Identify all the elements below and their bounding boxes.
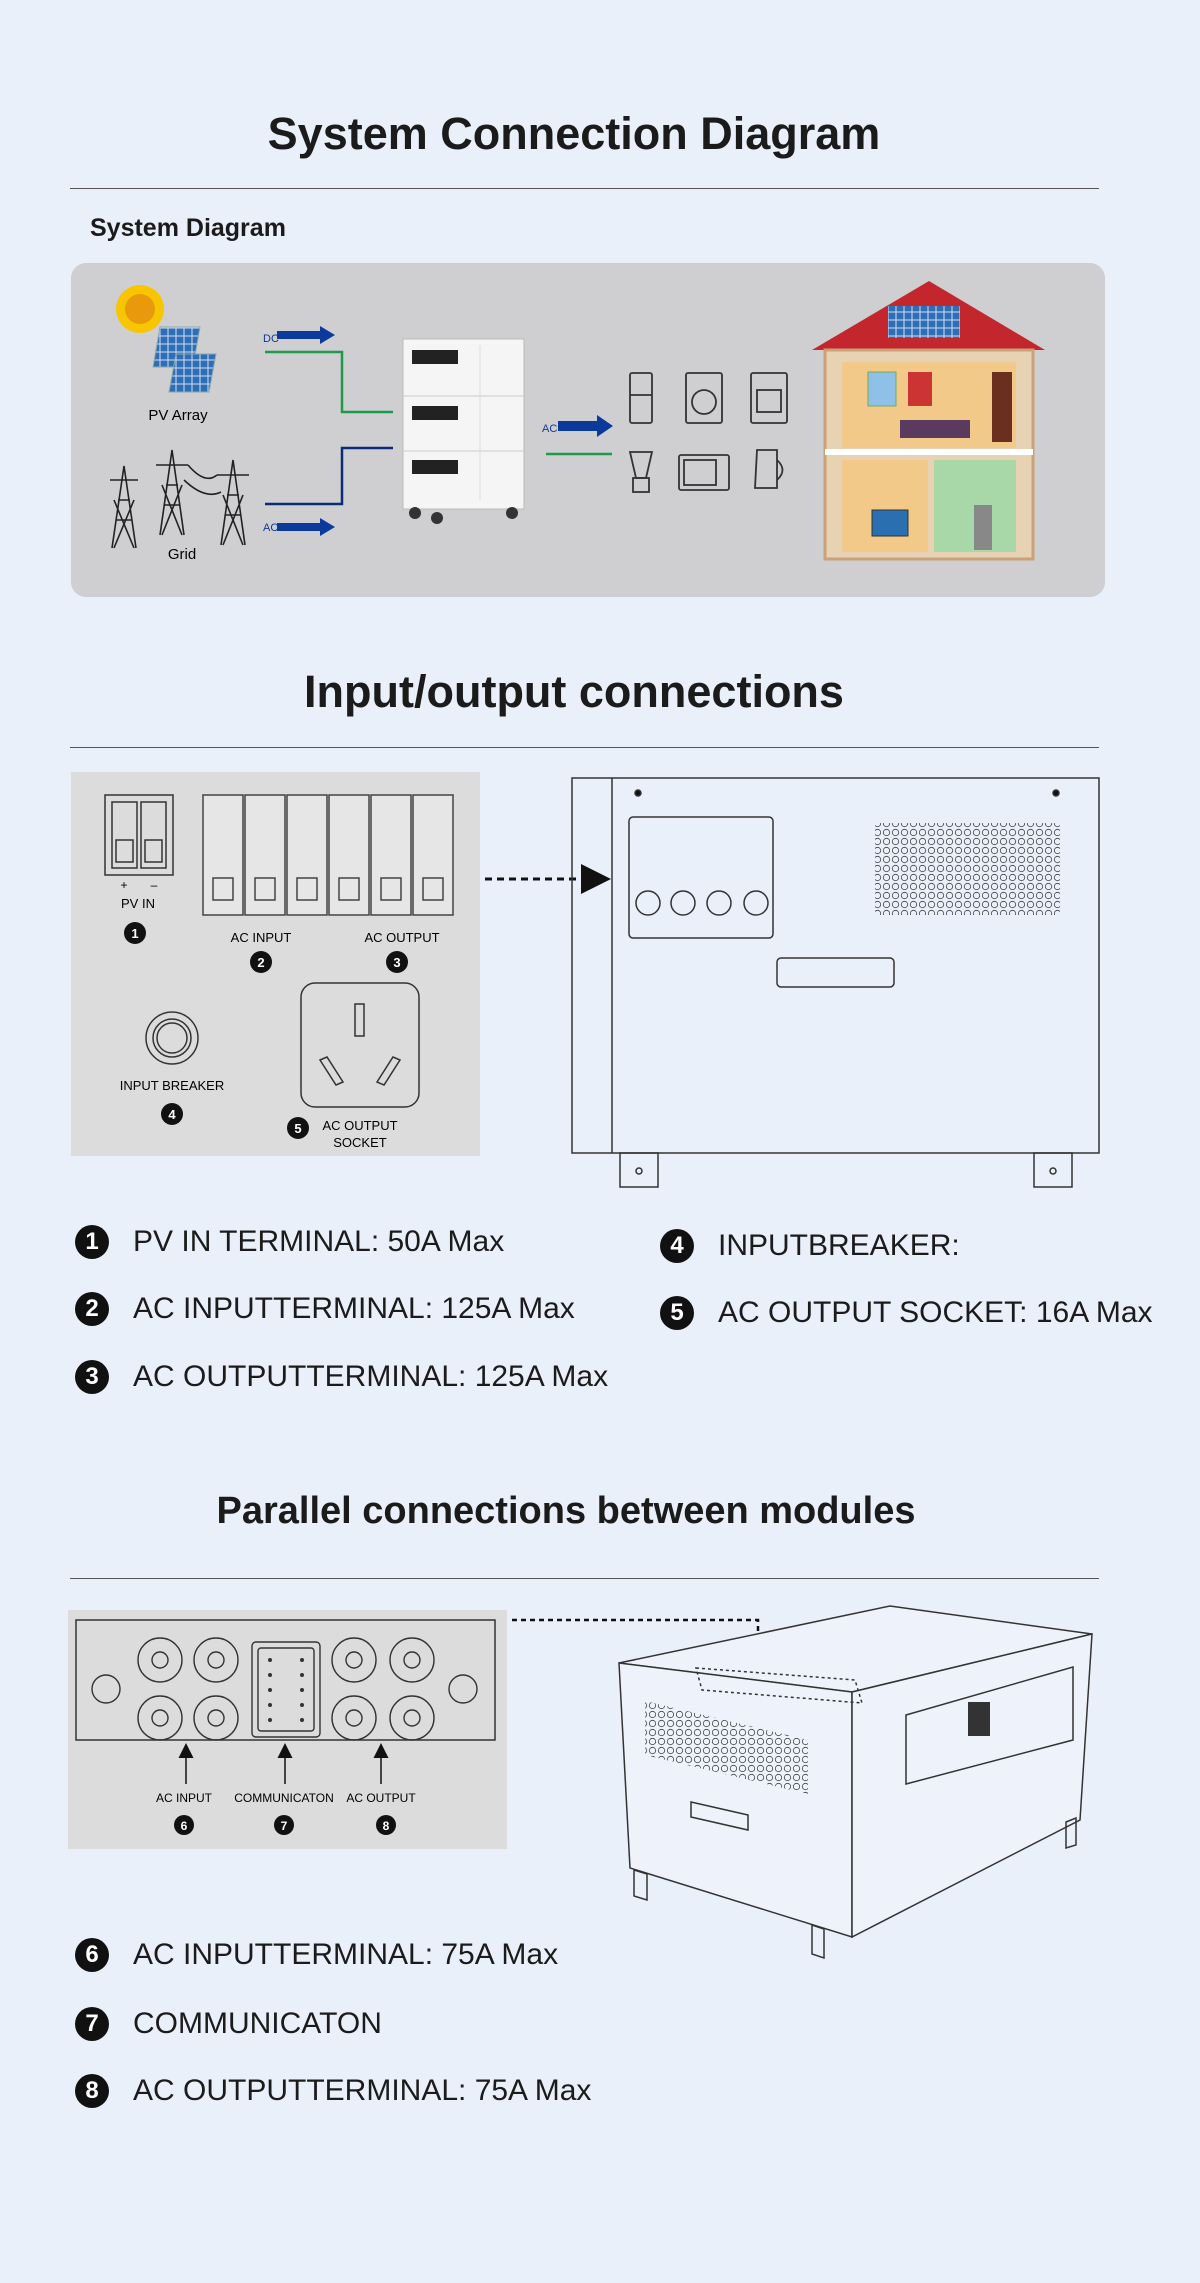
badge-1-num: 1 <box>131 926 138 941</box>
pv-in-terminal <box>104 794 174 876</box>
parallel-ac-input-label: AC INPUT <box>156 1791 213 1805</box>
ac-output-socket-label: AC OUTPUT <box>322 1118 397 1133</box>
inverter-side-view <box>571 777 1100 1188</box>
input-breaker-icon <box>145 1011 199 1065</box>
legend-text: AC INPUTTERMINAL: 125A Max <box>133 1292 575 1325</box>
ac-input-label: AC INPUT <box>231 930 292 945</box>
section-subtitle: System Diagram <box>90 214 286 242</box>
pv-array-label: PV Array <box>148 407 208 424</box>
grid-label: Grid <box>168 546 196 563</box>
legend-item: 2 AC INPUTTERMINAL: 125A Max <box>75 1292 575 1326</box>
section-title-parallel: Parallel connections between modules <box>216 1490 916 1532</box>
badge-3 <box>386 951 408 973</box>
legend-text: AC OUTPUTTERMINAL: 75A Max <box>133 2074 592 2107</box>
legend-text: AC OUTPUT SOCKET: 16A Max <box>718 1296 1153 1329</box>
kettle-icon <box>754 449 784 489</box>
legend-text: AC OUTPUTTERMINAL: 125A Max <box>133 1360 609 1393</box>
legend-text: COMMUNICATON <box>133 2007 382 2040</box>
section-title-io: Input/output connections <box>304 666 844 717</box>
ac-in-label: AC <box>263 522 278 534</box>
badge: 3 <box>75 1360 109 1394</box>
badge-7-num: 7 <box>281 1819 288 1833</box>
ac-socket-icon <box>300 982 420 1108</box>
system-diagram: PV Array Grid DC AC AC <box>71 263 1105 597</box>
house-icon <box>812 281 1045 561</box>
ac-grid-line <box>265 446 393 506</box>
ac-output-label: AC OUTPUT <box>364 930 439 945</box>
plus-label: + <box>120 878 127 892</box>
callout-arrow <box>512 1618 771 1673</box>
blender-icon <box>628 451 654 493</box>
legend-item: 3 AC OUTPUTTERMINAL: 125A Max <box>75 1360 608 1394</box>
parallel-ac-output-label: AC OUTPUT <box>346 1791 416 1805</box>
microwave-icon <box>678 454 730 491</box>
badge-4 <box>161 1103 183 1125</box>
oven-icon <box>750 372 788 424</box>
minus-label: – <box>151 878 158 892</box>
power-tower-icon <box>110 449 249 549</box>
badge: 1 <box>75 1225 109 1259</box>
fridge-icon <box>629 372 653 424</box>
badge-5-num: 5 <box>294 1121 301 1136</box>
input-breaker-label: INPUT BREAKER <box>120 1078 225 1093</box>
washing-machine-icon <box>685 372 723 424</box>
ac-arrow-icon <box>277 518 335 536</box>
badge: 5 <box>660 1296 694 1330</box>
battery-module-iso <box>618 1605 1093 1960</box>
parallel-panel-closeup: AC INPUT COMMUNICATON AC OUTPUT 6 7 8 <box>68 1610 507 1849</box>
ac-output-socket-label-2: SOCKET <box>333 1135 387 1150</box>
badge: 6 <box>75 1938 109 1972</box>
legend-item: 1 PV IN TERMINAL: 50A Max <box>75 1225 504 1259</box>
dc-line <box>265 350 393 414</box>
badge-5 <box>287 1117 309 1139</box>
badge-2-num: 2 <box>257 955 264 970</box>
dc-arrow-icon <box>277 326 335 344</box>
dc-label: DC <box>263 333 279 345</box>
page-title: System Connection Diagram <box>267 108 881 159</box>
badge: 8 <box>75 2074 109 2108</box>
badge: 4 <box>660 1229 694 1263</box>
ac-output-arrow-icon <box>558 415 613 437</box>
ac-terminal-block <box>202 794 454 916</box>
solar-panel-icon <box>152 326 217 393</box>
io-panel-closeup: + – PV IN 1 AC INPUT 2 AC OUTPUT 3 INPUT… <box>71 772 480 1156</box>
badge: 7 <box>75 2007 109 2041</box>
divider <box>70 1578 1099 1579</box>
ac-out-label: AC <box>542 423 557 435</box>
badge-1 <box>124 922 146 944</box>
legend-item: 8 AC OUTPUTTERMINAL: 75A Max <box>75 2074 591 2108</box>
legend-text: PV IN TERMINAL: 50A Max <box>133 1225 505 1258</box>
legend-text: INPUTBREAKER: <box>718 1229 960 1262</box>
badge-2 <box>250 951 272 973</box>
divider <box>70 188 1099 189</box>
legend-item: 4 INPUTBREAKER: <box>660 1229 960 1263</box>
divider <box>70 747 1099 748</box>
sun-icon <box>116 285 164 333</box>
badge-8-num: 8 <box>383 1819 390 1833</box>
badge-3-num: 3 <box>393 955 400 970</box>
badge-4-num: 4 <box>168 1107 176 1122</box>
pv-in-label: PV IN <box>121 896 155 911</box>
legend-item: 5 AC OUTPUT SOCKET: 16A Max <box>660 1296 1153 1330</box>
badge-6-num: 6 <box>181 1819 188 1833</box>
legend-item: 7 COMMUNICATON <box>75 2007 382 2041</box>
communication-label: COMMUNICATON <box>234 1791 334 1805</box>
badge: 2 <box>75 1292 109 1326</box>
legend-text: AC INPUTTERMINAL: 75A Max <box>133 1938 559 1971</box>
legend-item: 6 AC INPUTTERMINAL: 75A Max <box>75 1938 558 1972</box>
battery-stack-icon <box>402 338 525 524</box>
